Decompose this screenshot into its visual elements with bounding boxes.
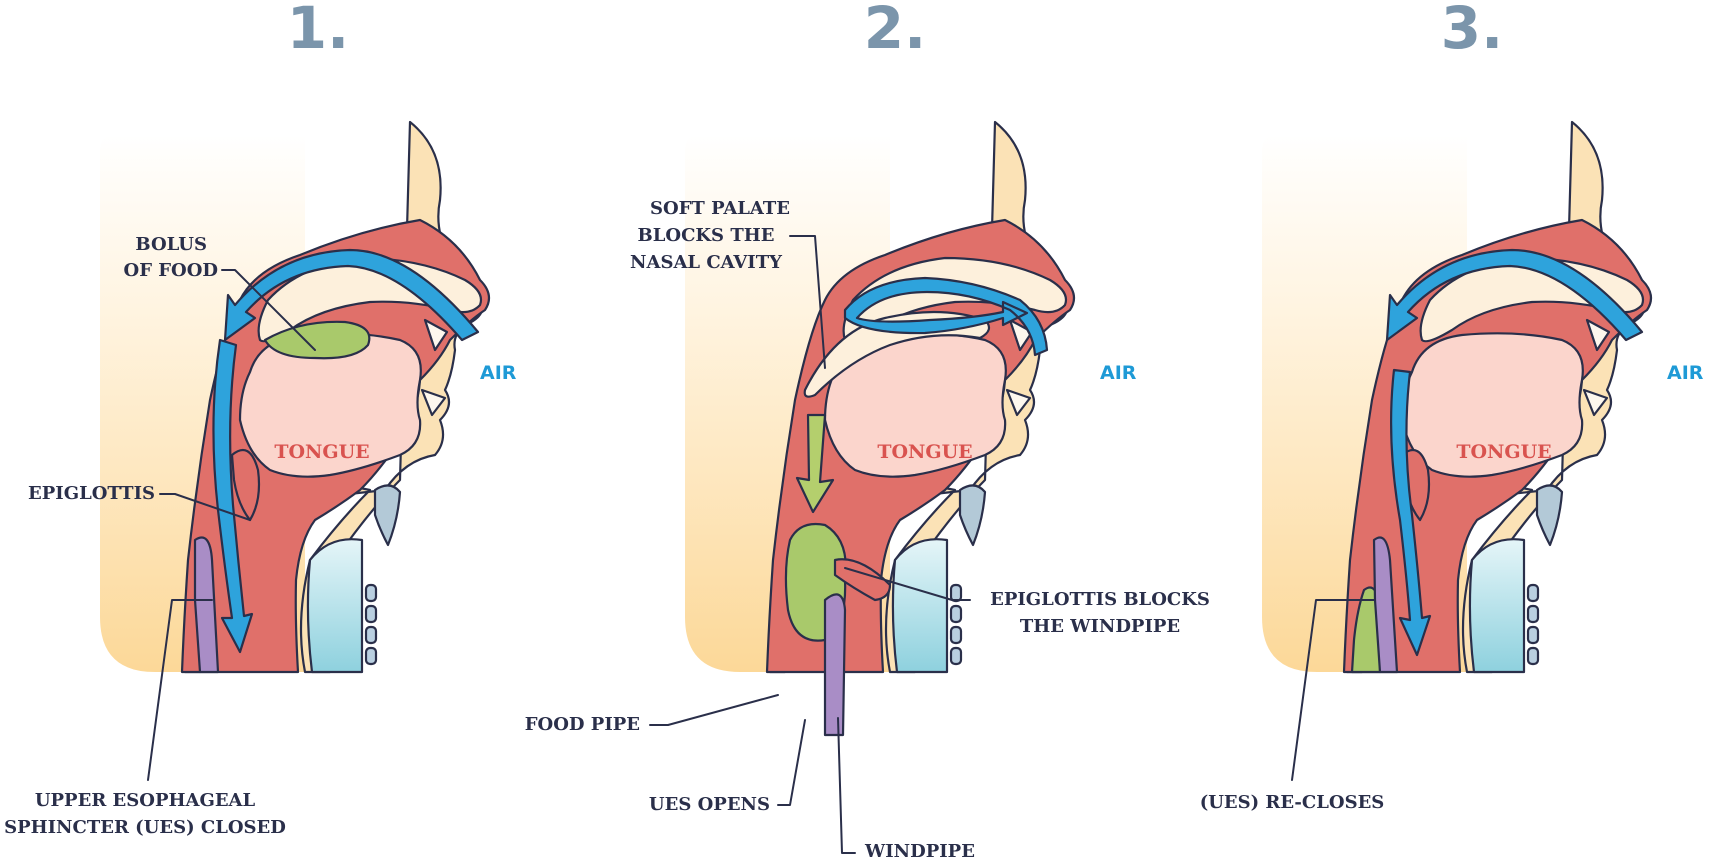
label-ues-opens: UES OPENS	[649, 794, 770, 815]
head-cross-section-1	[100, 122, 489, 672]
label-bolus-line-1: BOLUS	[135, 234, 207, 255]
label-ues-recloses: (UES) RE-CLOSES	[1200, 792, 1385, 813]
leader-ues-opens	[778, 720, 805, 805]
label-epiglottis-blocks-line-1: EPIGLOTTIS BLOCKS	[990, 589, 1210, 610]
panel-step-3: 3. TONGUE AIR	[1262, 0, 1704, 672]
step-number-3: 3.	[1441, 0, 1503, 62]
ues-open-2	[825, 594, 845, 735]
label-ues-closed: UPPER ESOPHAGEAL SPHINCTER (UES) CLOSED	[4, 790, 286, 838]
head-cross-section-3	[1262, 122, 1651, 672]
leader-food-pipe	[650, 695, 778, 725]
label-bolus-line-2: OF FOOD	[124, 260, 218, 281]
tongue-label-2: TONGUE	[877, 441, 972, 463]
label-soft-palate-line-1: SOFT PALATE	[650, 198, 790, 219]
step-number-2: 2.	[864, 0, 926, 62]
panel-step-1: 1. TONGUE AIR	[100, 0, 517, 672]
label-windpipe: WINDPIPE	[864, 841, 975, 862]
label-epiglottis-blocks-line-2: THE WINDPIPE	[1020, 616, 1180, 637]
step-number-1: 1.	[287, 0, 349, 62]
label-soft-palate-line-3: NASAL CAVITY	[630, 252, 783, 273]
leader-windpipe	[838, 718, 855, 853]
tongue-label-1: TONGUE	[274, 441, 369, 463]
label-food-pipe: FOOD PIPE	[525, 714, 640, 735]
tongue-label-3: TONGUE	[1456, 441, 1551, 463]
label-epiglottis-blocks: EPIGLOTTIS BLOCKS THE WINDPIPE	[990, 589, 1210, 637]
air-label-3: AIR	[1667, 362, 1704, 384]
air-label-2: AIR	[1100, 362, 1137, 384]
air-label-1: AIR	[480, 362, 517, 384]
label-ues-closed-line-2: SPHINCTER (UES) CLOSED	[4, 817, 286, 838]
label-ues-closed-line-1: UPPER ESOPHAGEAL	[35, 790, 256, 811]
label-soft-palate-line-2: BLOCKS THE	[638, 225, 775, 246]
label-soft-palate: SOFT PALATE BLOCKS THE NASAL CAVITY	[630, 198, 790, 273]
label-epiglottis: EPIGLOTTIS	[28, 483, 155, 504]
